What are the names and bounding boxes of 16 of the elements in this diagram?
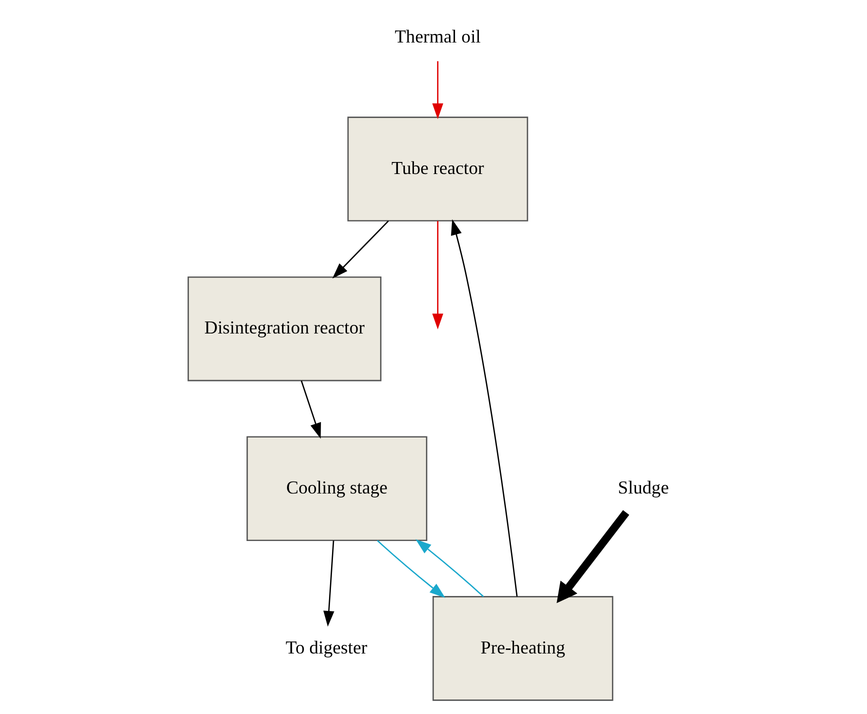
- arrow: [416, 539, 484, 598]
- arrow: [323, 540, 334, 627]
- arrow: [432, 61, 444, 120]
- node-box: Disintegration reactor: [188, 276, 382, 382]
- arrow: [432, 220, 444, 330]
- node-box: Pre-heating: [432, 596, 614, 701]
- node-box: Tube reactor: [347, 116, 528, 222]
- arrow: [300, 380, 321, 439]
- node-text: Sludge: [618, 477, 669, 498]
- node-box: Cooling stage: [246, 436, 428, 542]
- node-text: To digester: [286, 637, 368, 658]
- arrow: [376, 540, 446, 598]
- node-text: Thermal oil: [394, 26, 481, 46]
- arrow: [556, 510, 630, 604]
- arrow: [332, 220, 389, 278]
- arrow: [450, 219, 518, 597]
